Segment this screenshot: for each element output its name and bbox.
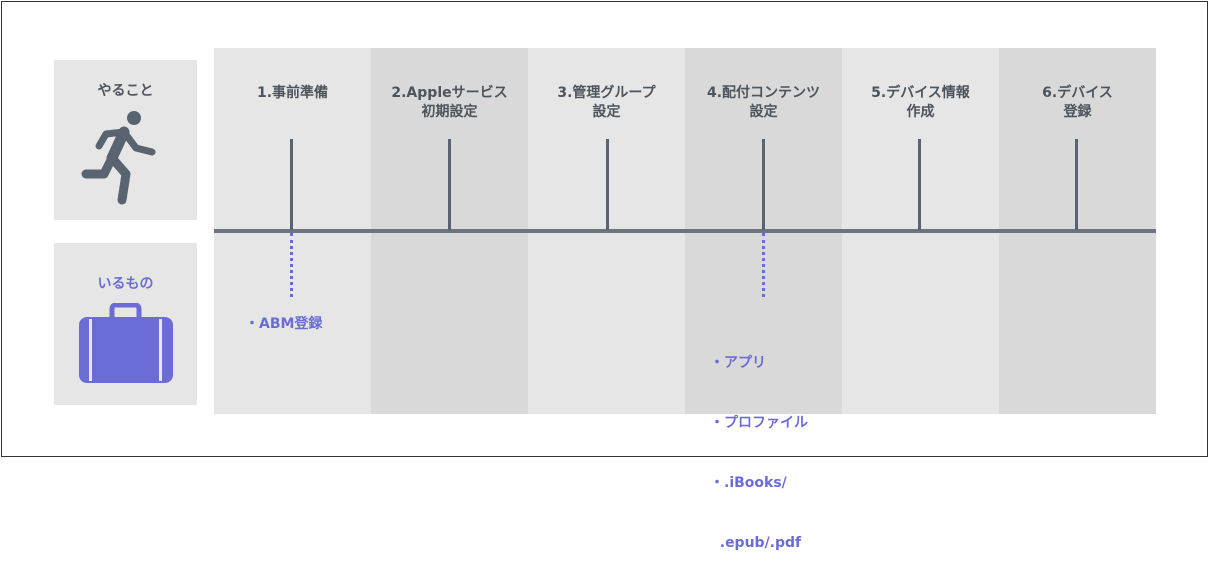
requirement-item: ・ABM登録 — [245, 316, 323, 332]
need-panel: いるもの — [54, 243, 197, 405]
requirement-item: ・プロファイル — [710, 415, 808, 431]
need-label: いるもの — [97, 276, 154, 292]
todo-panel: やること — [54, 60, 197, 220]
step-title-2: 2.Appleサービス 初期設定 — [391, 85, 508, 120]
todo-label: やること — [97, 83, 154, 99]
briefcase-icon — [79, 303, 173, 383]
timeline-tick-1 — [290, 139, 293, 230]
step-title-6: 6.デバイス 登録 — [1042, 85, 1113, 120]
requirements-step-4: ・アプリ ・プロファイル ・.iBooks/ .epub/.pdf — [710, 313, 808, 573]
connector-step-1 — [290, 233, 293, 297]
step-title-5: 5.デバイス情報 作成 — [871, 85, 970, 120]
requirement-item: ・アプリ — [710, 355, 766, 371]
requirement-item: ・.iBooks/ — [710, 475, 787, 491]
timeline-tick-5 — [918, 139, 921, 230]
timeline-axis — [214, 229, 1156, 233]
timeline-tick-4 — [762, 139, 765, 230]
timeline-tick-6 — [1075, 139, 1078, 230]
step-title-4: 4.配付コンテンツ 設定 — [706, 85, 821, 120]
step-title-1: 1.事前準備 — [256, 85, 329, 101]
running-person-icon — [81, 111, 156, 205]
requirements-step-1: ・ABM登録 — [245, 314, 322, 334]
timeline-tick-2 — [448, 139, 451, 230]
timeline-tick-3 — [606, 139, 609, 230]
step-title-3: 3.管理グループ 設定 — [557, 85, 656, 120]
requirement-item: .epub/.pdf — [710, 535, 802, 551]
connector-step-4 — [762, 233, 765, 297]
